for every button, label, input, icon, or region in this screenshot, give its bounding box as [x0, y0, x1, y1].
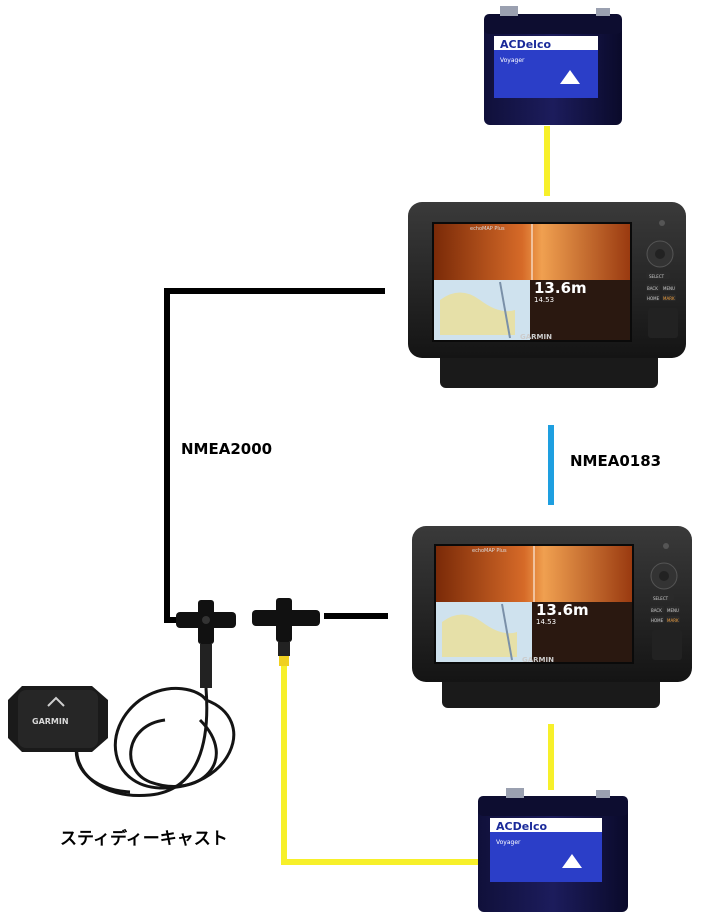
- nmea0183-label: NMEA0183: [570, 452, 661, 470]
- t-connector-right: [252, 598, 320, 666]
- display-top-btn-menu: MENU: [663, 286, 675, 291]
- display-top-model: echoMAP Plus: [470, 226, 505, 232]
- display-bottom-depth: 13.6m: [536, 601, 589, 619]
- steadycast-sensor: GARMIN: [8, 686, 108, 752]
- display-bottom-btn-mark: MARK: [667, 618, 679, 623]
- display-bottom-btn-menu: MENU: [667, 608, 679, 613]
- display-bottom-btn-home: HOME: [651, 618, 664, 623]
- display-bottom: 13.6m 14.53 GARMIN echoMAP Plus SELECT B…: [412, 526, 692, 708]
- display-top-subreading: 14.53: [534, 296, 554, 304]
- display-top-brand: GARMIN: [520, 333, 552, 341]
- display-bottom-btn-back: BACK: [651, 608, 662, 613]
- steadycast-label: スティディーキャスト: [60, 824, 228, 849]
- display-bottom-brand: GARMIN: [522, 656, 554, 664]
- steadycast-sensor-brand: GARMIN: [32, 717, 69, 726]
- battery-top-model: Voyager: [500, 57, 525, 64]
- battery-bottom-brand: ACDelco: [496, 820, 547, 833]
- display-bottom-model: echoMAP Plus: [472, 548, 507, 554]
- display-top-btn-mark: MARK: [663, 296, 675, 301]
- display-bottom-btn-select: SELECT: [653, 596, 669, 601]
- battery-bottom: ACDelco Voyager: [478, 788, 628, 912]
- battery-top: ACDelco Voyager: [484, 6, 622, 125]
- nmea2000-label: NMEA2000: [181, 440, 272, 458]
- display-top-btn-select: SELECT: [649, 274, 665, 279]
- battery-top-brand: ACDelco: [500, 38, 551, 51]
- display-top: 13.6m 14.53 GARMIN echoMAP Plus SELECT B…: [408, 202, 686, 388]
- display-top-btn-back: BACK: [647, 286, 658, 291]
- t-connector-left: [176, 600, 236, 688]
- display-bottom-subreading: 14.53: [536, 618, 556, 626]
- battery-bottom-model: Voyager: [496, 839, 521, 846]
- display-top-btn-home: HOME: [647, 296, 660, 301]
- display-top-depth: 13.6m: [534, 279, 587, 297]
